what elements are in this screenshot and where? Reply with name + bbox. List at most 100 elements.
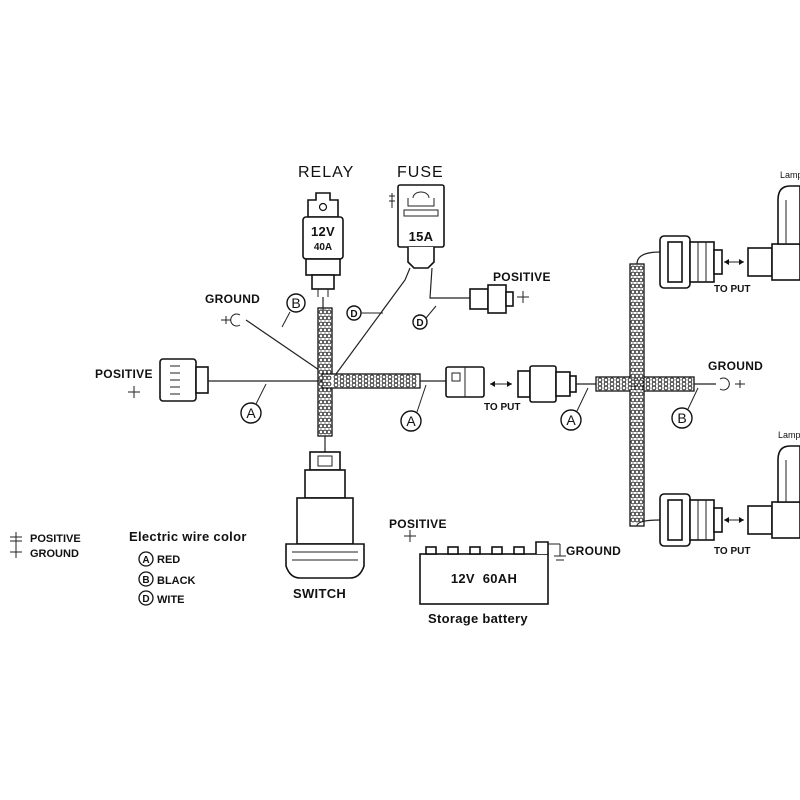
fuse-title: FUSE [397, 164, 444, 181]
positive-top-right-label: POSITIVE [493, 270, 551, 284]
sleeve-bead [634, 343, 640, 349]
sleeve-bead [630, 301, 636, 307]
sleeve-bead [634, 325, 640, 331]
legend-ground-label: GROUND [30, 548, 79, 560]
sleeve-bead [669, 377, 675, 383]
sleeve-bead [634, 391, 640, 397]
sleeve-bead [318, 411, 324, 417]
ground-ring-terminal-right [719, 377, 745, 391]
sleeve-bead [630, 271, 636, 277]
sleeve-bead [675, 381, 681, 387]
sleeve-bead [634, 337, 640, 343]
sleeve-bead [630, 397, 636, 403]
sleeve-bead [411, 374, 417, 380]
lamp-upper-label: Lamp [780, 170, 800, 180]
sleeve-bead [322, 309, 328, 315]
sleeve-bead [634, 499, 640, 505]
battery-ground-label: GROUND [566, 544, 621, 558]
sleeve-bead [326, 429, 332, 435]
sleeve-bead [645, 381, 651, 387]
center-connector-female [445, 366, 485, 398]
sleeve-bead [663, 385, 669, 391]
sleeve-bead [387, 374, 393, 380]
sleeve-bead [630, 451, 636, 457]
sleeve-bead [638, 355, 644, 361]
sleeve-bead [634, 469, 640, 475]
marker-d-fuse: D [412, 305, 437, 330]
sleeve-bead [634, 415, 640, 421]
sleeve-bead [638, 409, 644, 415]
sleeve-bead [634, 487, 640, 493]
sleeve-bead [322, 411, 328, 417]
sleeve-bead [638, 469, 644, 475]
sleeve-bead [322, 321, 328, 327]
sleeve-bead [351, 382, 357, 388]
sleeve-bead [326, 399, 332, 405]
svg-text:D: D [142, 594, 149, 605]
sleeve-bead [381, 374, 387, 380]
relay-body [302, 192, 344, 297]
sleeve-bead [333, 378, 339, 384]
sleeve-bead [326, 405, 332, 411]
sleeve-bead [322, 339, 328, 345]
sleeve-bead [375, 382, 381, 388]
sleeve-bead [638, 505, 644, 511]
ground-right-label: GROUND [708, 359, 763, 373]
sleeve-bead [630, 373, 636, 379]
sleeve-bead [318, 333, 324, 339]
sleeve-bead [630, 307, 636, 313]
svg-text:B: B [142, 575, 149, 586]
sleeve-bead [318, 429, 324, 435]
sleeve-bead [638, 349, 644, 355]
sleeve-bead [322, 417, 328, 423]
wire-legend-item-a: A RED [138, 551, 180, 567]
sleeve-bead [326, 309, 332, 315]
sleeve-bead [393, 378, 399, 384]
battery-rating: 12V 60AH [451, 571, 517, 586]
to-put-center-label: TO PUT [484, 402, 520, 413]
sleeve-bead [405, 382, 411, 388]
sleeve-bead [638, 307, 644, 313]
sleeve-bead [326, 327, 332, 333]
sleeve-bead [322, 381, 328, 387]
sleeve-bead [369, 374, 375, 380]
switch-body [285, 451, 365, 579]
sleeve-bead [657, 385, 663, 391]
sleeve-bead [638, 331, 644, 337]
sleeve-bead [630, 487, 636, 493]
sleeve-bead [638, 325, 644, 331]
sleeve-bead [634, 409, 640, 415]
to-put-lower-label: TO PUT [714, 546, 750, 557]
sleeve-bead [318, 363, 324, 369]
lower-lamp-bulb [747, 445, 800, 539]
sleeve-bead [326, 363, 332, 369]
switch-label: SWITCH [293, 586, 346, 601]
lamp-lower-label: Lamp [778, 430, 800, 440]
sleeve-bead [609, 377, 615, 383]
sleeve-bead [318, 405, 324, 411]
marker-a-center: A [400, 384, 427, 432]
sleeve-bead [621, 377, 627, 383]
battery-caption: Storage battery [428, 611, 528, 626]
battery-body [419, 541, 549, 605]
sleeve-bead [638, 295, 644, 301]
sleeve-bead [399, 374, 405, 380]
sleeve-bead [345, 382, 351, 388]
sleeve-bead [333, 374, 339, 380]
sleeve-bead [375, 374, 381, 380]
sleeve-bead [630, 289, 636, 295]
sleeve-bead [351, 374, 357, 380]
sleeve-bead [651, 385, 657, 391]
sleeve-bead [326, 315, 332, 321]
sleeve-bead [630, 511, 636, 517]
sleeve-bead [322, 333, 328, 339]
sleeve-bead [687, 381, 693, 387]
sleeve-bead [387, 382, 393, 388]
sleeve-bead [669, 381, 675, 387]
sleeve-bead [638, 391, 644, 397]
upper-lamp-socket [659, 235, 723, 289]
sleeve-bead [675, 385, 681, 391]
sleeve-bead [322, 429, 328, 435]
sleeve-bead [634, 283, 640, 289]
positive-plug-top [469, 284, 514, 314]
